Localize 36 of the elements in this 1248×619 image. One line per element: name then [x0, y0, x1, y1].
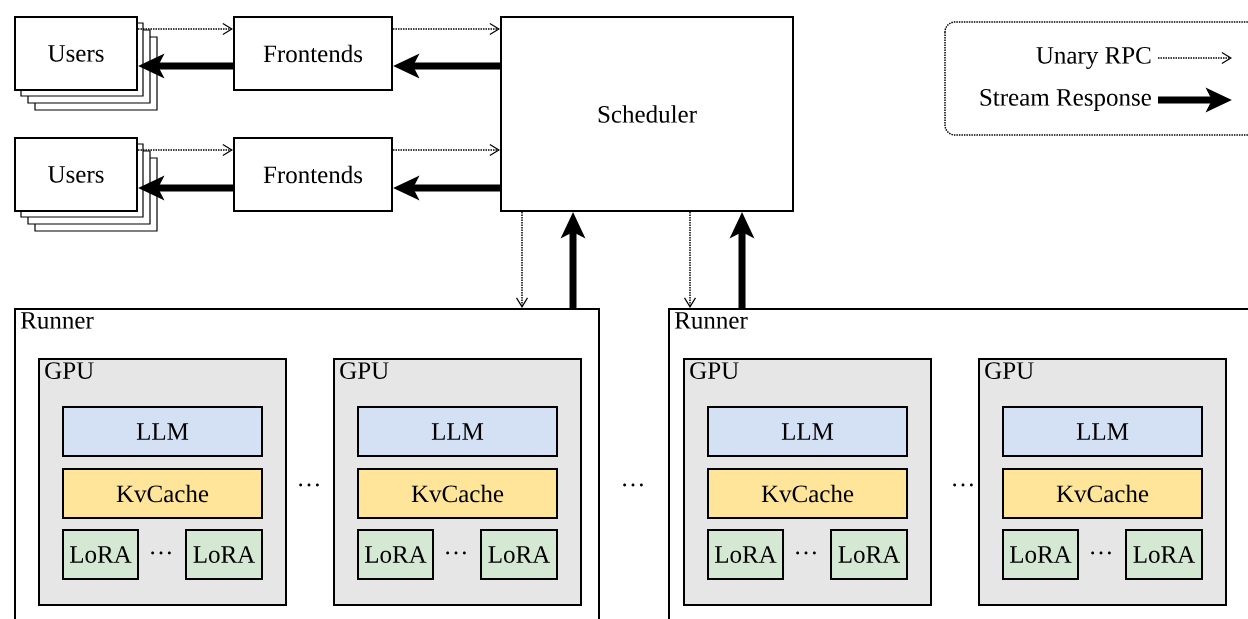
arrow: [392, 143, 500, 157]
model-box: LLM: [707, 406, 908, 457]
adapter-box: LoRA: [1125, 529, 1203, 580]
stacked-box: Users: [14, 137, 158, 232]
legend-text: Unary RPC: [1036, 47, 1151, 69]
ellipsis: …: [151, 551, 171, 555]
adapter-box: LoRA: [707, 529, 784, 580]
process-box: Frontends: [233, 16, 393, 91]
process-box: Scheduler: [500, 16, 794, 212]
adapter-box: LoRA: [62, 529, 139, 580]
arrow: [392, 22, 500, 36]
ellipsis: …: [446, 551, 466, 555]
stacked-box: Users: [14, 16, 158, 111]
cache-box: KvCache: [357, 468, 558, 519]
ellipsis: …: [299, 483, 319, 487]
arrow: [137, 143, 233, 157]
model-box: LLM: [1002, 406, 1203, 457]
arrow: [137, 22, 233, 36]
cache-box: KvCache: [62, 468, 263, 519]
adapter-box: LoRA: [185, 529, 263, 580]
cache-box: KvCache: [1002, 468, 1203, 519]
arrow: [683, 211, 697, 308]
adapter-box: LoRA: [357, 529, 434, 580]
ellipsis: …: [1091, 551, 1111, 555]
model-box: LLM: [62, 406, 263, 457]
arrow: [515, 211, 529, 308]
ellipsis: …: [623, 483, 643, 487]
legend-text: Stream Response: [980, 89, 1151, 111]
adapter-box: LoRA: [830, 529, 908, 580]
cache-box: KvCache: [707, 468, 908, 519]
adapter-box: LoRA: [480, 529, 558, 580]
model-box: LLM: [357, 406, 558, 457]
process-box: Frontends: [233, 137, 393, 212]
adapter-box: LoRA: [1002, 529, 1079, 580]
ellipsis: …: [953, 483, 973, 487]
ellipsis: …: [796, 551, 816, 555]
